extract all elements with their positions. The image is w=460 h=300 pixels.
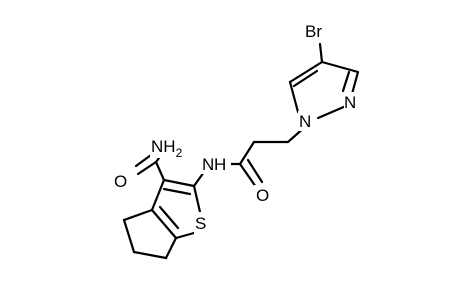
br-label-bg xyxy=(304,20,336,42)
carboxamide-o-atom-label: O xyxy=(114,172,127,191)
bond-s-c7a xyxy=(174,231,196,240)
pyrazole-n1-atom-label: N xyxy=(299,112,311,131)
bond-c3a-c7a xyxy=(150,208,178,240)
nh2-label-bg xyxy=(150,136,190,158)
bromine-atom-label: Br xyxy=(305,22,322,41)
bond-c2-c3-double xyxy=(162,187,192,196)
bond-c3a-ch2a xyxy=(122,208,154,222)
bond-ch2a-ch2b xyxy=(122,218,136,254)
bond-carboxamide-o xyxy=(136,160,158,176)
bond-c3a-c7a-double xyxy=(158,205,180,230)
bond-pyrazole-c4-c5 xyxy=(288,60,324,84)
bond-ch2b-ch2c xyxy=(132,250,168,260)
bond-c2-s xyxy=(192,184,202,214)
bond-pyrazole-n2-c3 xyxy=(350,70,360,96)
bond-c2-c3 xyxy=(162,178,196,188)
s-label-bg xyxy=(194,212,208,234)
nh2-subscript: 2 xyxy=(176,146,183,160)
bond-c3-carboxamide xyxy=(154,160,166,182)
bond-ch2-carbonyl xyxy=(238,140,256,166)
bonds xyxy=(122,42,360,260)
bond-carbonyl-o xyxy=(238,162,258,189)
pyrazole-n2-atom-label: N xyxy=(344,93,356,112)
bond-nh-c2 xyxy=(192,170,206,188)
o-carboxamide-label-bg xyxy=(112,170,128,190)
bond-pyrazole-n2-c3-double xyxy=(341,70,351,93)
bond-c4-br xyxy=(318,42,324,64)
amide-h-atom-label: H xyxy=(214,155,226,174)
bond-pyrazole-c4-c5-double xyxy=(292,69,319,88)
amide-n-atom-label: N xyxy=(202,155,214,174)
bond-pyrazole-c3-c4 xyxy=(320,60,360,74)
bond-carboxamide-o-double xyxy=(134,153,153,168)
bond-pyrazole-n1-n2 xyxy=(316,104,348,120)
o-amide-label-bg xyxy=(254,185,270,205)
bond-c3-c3a xyxy=(150,178,166,212)
n2-label-bg xyxy=(344,92,358,112)
atom-labels: Br N N N H NH2 O O S xyxy=(112,20,358,234)
nh2-main: NH xyxy=(151,137,176,156)
amide-nh-label-bg xyxy=(201,154,231,174)
bond-pyrazole-c5-n1 xyxy=(288,80,300,114)
nh2-atom-label: NH2 xyxy=(151,137,183,160)
bond-carbonyl-o-double xyxy=(246,158,264,184)
n1-label-bg xyxy=(298,111,312,131)
thiophene-s-atom-label: S xyxy=(195,214,206,233)
amide-o-atom-label: O xyxy=(256,186,269,205)
bond-ch2c-c7a xyxy=(164,236,178,260)
